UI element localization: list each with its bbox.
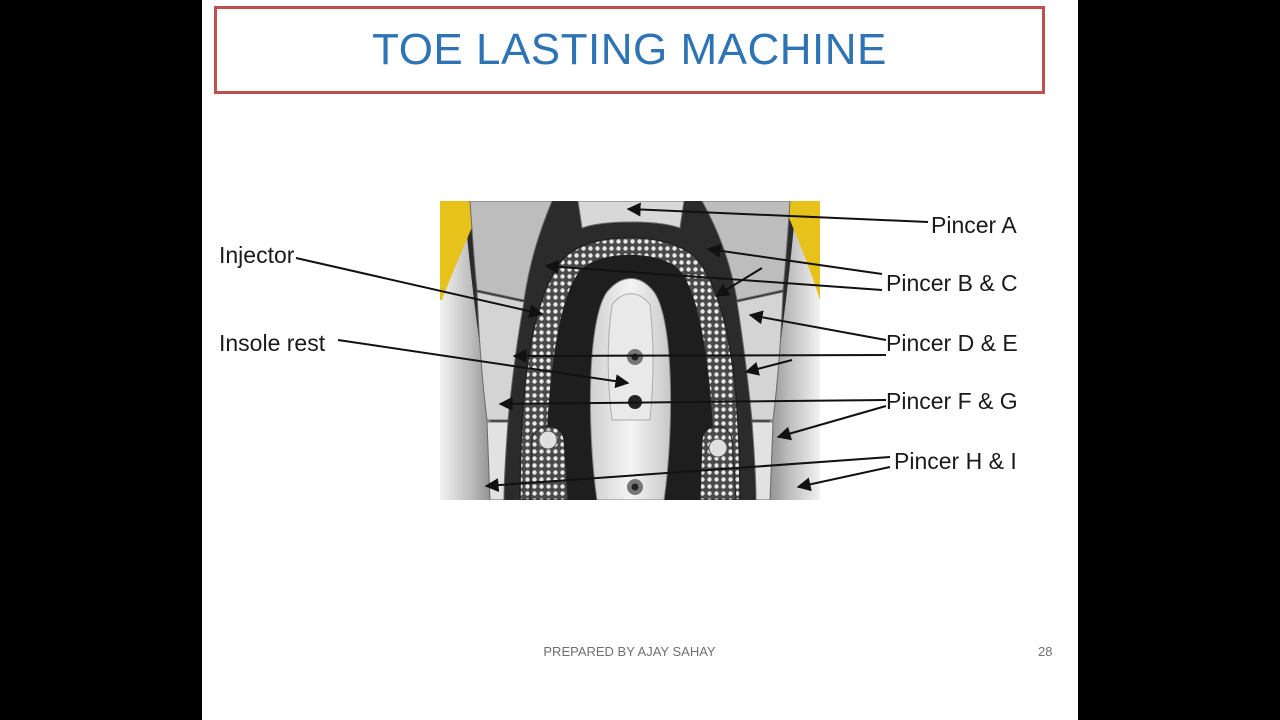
arrow-pincer-d <box>748 310 887 341</box>
arrow-pincer-c2 <box>714 267 763 297</box>
arrow-pincer-f <box>498 396 887 411</box>
arrow-insole-rest <box>337 339 630 389</box>
pad-right <box>782 201 820 300</box>
arrow-injector <box>295 257 544 319</box>
label-injector: Injector <box>219 242 295 268</box>
label-pincer-de: Pincer D & E <box>886 330 1018 356</box>
slide: TOE LASTING MACHINE <box>202 0 1078 720</box>
machine-diagram <box>295 201 929 500</box>
footer-credit: PREPARED BY AJAY SAHAY <box>543 644 716 659</box>
arrows <box>295 202 929 493</box>
arrow-pincer-g <box>776 405 887 441</box>
arrow-pincer-e <box>512 348 887 363</box>
label-pincer-a: Pincer A <box>931 212 1017 238</box>
title-box: TOE LASTING MACHINE <box>214 6 1045 94</box>
label-pincer-hi: Pincer H & I <box>894 448 1017 474</box>
page-number: 28 <box>1038 644 1053 659</box>
label-pincer-bc: Pincer B & C <box>886 270 1018 296</box>
label-insole-rest: Insole rest <box>219 330 326 356</box>
arrow-pincer-b <box>706 243 883 275</box>
label-pincer-fg: Pincer F & G <box>886 388 1018 414</box>
arrow-pincer-i <box>796 466 891 492</box>
slide-title: TOE LASTING MACHINE <box>372 25 887 74</box>
arrow-pincer-c <box>544 259 883 291</box>
arrow-pincer-e2 <box>744 359 793 376</box>
arrow-pincer-a <box>626 202 929 223</box>
arrow-pincer-h <box>484 456 891 493</box>
machine-photo <box>440 201 820 500</box>
